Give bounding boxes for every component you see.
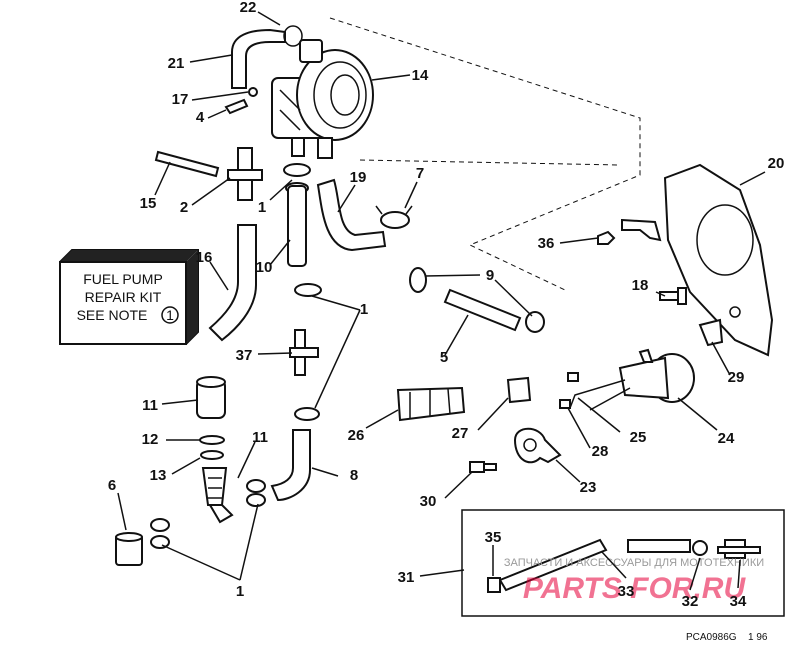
- callout-label: 25: [630, 429, 647, 446]
- plate-20: [621, 163, 774, 357]
- hose-21: [231, 25, 303, 89]
- callout-label: 21: [168, 55, 185, 72]
- callout-label: 30: [420, 493, 437, 510]
- clamp-1-low: [150, 407, 320, 549]
- callout-label: 4: [196, 109, 205, 126]
- callout-label: 2: [180, 199, 188, 216]
- callout-label: 8: [350, 467, 358, 484]
- callout-label: 10: [256, 259, 273, 276]
- o-rings: [199, 435, 225, 460]
- cap-6: [115, 532, 143, 566]
- callout-label: 26: [348, 427, 365, 444]
- screw-30: [469, 461, 497, 473]
- callout-label: 36: [538, 235, 555, 252]
- callout-label: 17: [172, 91, 189, 108]
- callout-label: 18: [632, 277, 649, 294]
- callout-label: 11: [142, 397, 158, 414]
- leader-lines: [117, 11, 766, 591]
- callout-label: 9: [486, 267, 494, 284]
- dashed-outline: [329, 17, 641, 291]
- callout-label: 31: [398, 569, 415, 586]
- tee-fitting-2: [227, 147, 263, 201]
- drawing-code: PCA0986G 1 96: [686, 632, 768, 643]
- plug-27: [506, 376, 532, 404]
- connectors-25-28: [559, 372, 579, 409]
- callout-label: 24: [718, 430, 735, 447]
- callout-label: 28: [592, 443, 609, 460]
- callout-label: 16: [196, 249, 213, 266]
- kit-line-1: FUEL PUMP: [83, 271, 163, 287]
- tee-fitting-37: [289, 329, 319, 376]
- clamp-7: [375, 205, 413, 229]
- callout-label: 33: [618, 583, 635, 600]
- plug-26: [396, 386, 466, 422]
- callout-label: 7: [416, 165, 424, 182]
- hose-10: [287, 185, 307, 267]
- clamp-1-mid: [294, 283, 322, 297]
- callout-label: 32: [682, 593, 699, 610]
- repair-kit-note: FUEL PUMP REPAIR KIT SEE NOTE 1: [59, 249, 199, 345]
- screw-4: [224, 87, 258, 115]
- callout-label: 1: [236, 583, 244, 600]
- clamp-9: [409, 267, 545, 333]
- inset-box-31: [461, 509, 785, 617]
- callout-label: 15: [140, 195, 157, 212]
- callout-label: 27: [452, 425, 469, 442]
- callout-label: 1: [360, 301, 368, 318]
- fuel-pump-assembly: [271, 39, 374, 159]
- bracket-23: [513, 427, 562, 464]
- kit-line-3: SEE NOTE: [77, 307, 148, 323]
- tube-15: [154, 150, 220, 178]
- callout-labels: 22 21 14 17 4 7 19 15 2 1 20 16 10 36 9 …: [108, 0, 785, 610]
- callout-label: 11: [252, 429, 268, 446]
- callout-label: 14: [412, 67, 429, 84]
- callout-label: 37: [236, 347, 253, 364]
- fuel-filter: [201, 467, 234, 524]
- callout-label: 35: [485, 529, 502, 546]
- drawing-code-text: PCA0986G: [686, 632, 737, 643]
- hose-16: [208, 224, 257, 342]
- hose-5: [443, 288, 522, 332]
- callout-label: 22: [240, 0, 257, 16]
- gasket-29: [698, 318, 724, 347]
- drawing-rev-text: 1 96: [748, 632, 768, 643]
- filter-cup-11: [196, 376, 226, 419]
- callout-label: 12: [142, 431, 159, 448]
- callout-label: 29: [728, 369, 745, 386]
- nut-36: [597, 230, 616, 245]
- callout-label: 34: [730, 593, 747, 610]
- callout-label: 20: [768, 155, 785, 172]
- callout-label: 13: [150, 467, 167, 484]
- electric-pump-24: [569, 348, 695, 411]
- hose-8: [270, 429, 311, 502]
- note-number: 1: [166, 307, 174, 323]
- hose-19: [316, 178, 387, 252]
- callout-label: 19: [350, 169, 367, 186]
- callout-label: 5: [440, 349, 448, 366]
- callout-label: 6: [108, 477, 116, 494]
- watermark-brand: PARTS FOR.RU: [523, 572, 747, 605]
- callout-label: 1: [258, 199, 266, 216]
- watermark-caption: ЗАПЧАСТИ И АКСЕССУАРЫ ДЛЯ МОТОТЕХНИКИ: [504, 557, 764, 569]
- kit-line-2: REPAIR KIT: [85, 289, 162, 305]
- callout-label: 23: [580, 479, 597, 496]
- bolt-18: [659, 287, 687, 305]
